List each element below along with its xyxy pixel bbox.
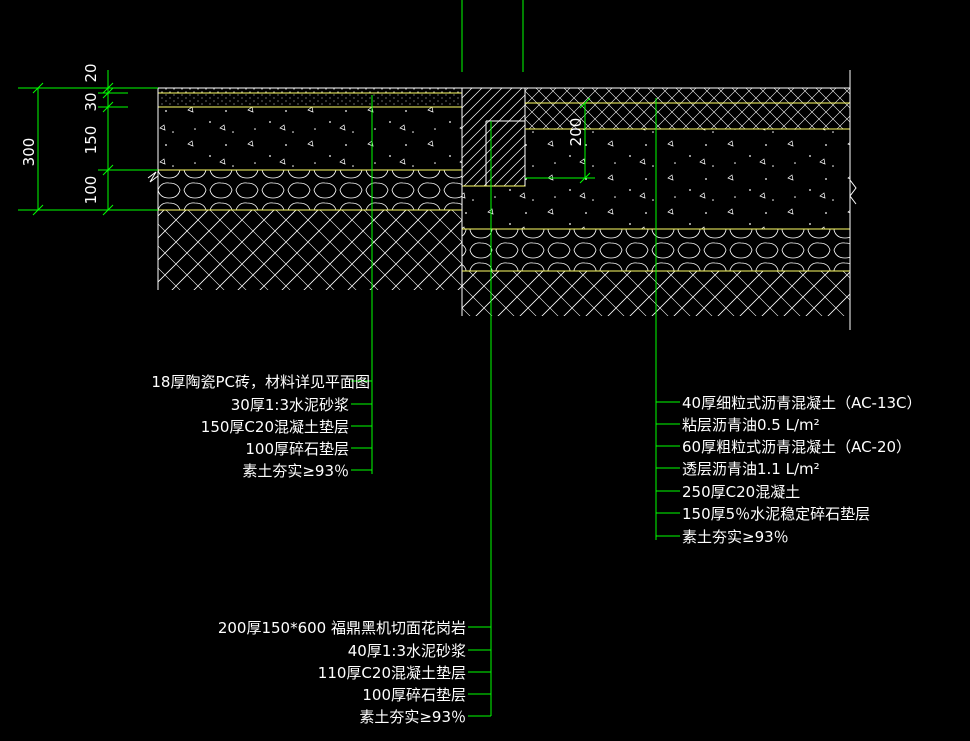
dim-layer-3: 100 xyxy=(82,176,100,205)
curb-callout: 100厚碎石垫层 xyxy=(362,686,466,704)
left-callouts: 18厚陶瓷PC砖，材料详见平面图 30厚1:3水泥砂浆 150厚C20混凝土垫层… xyxy=(151,373,370,480)
dim-layer-0: 20 xyxy=(82,63,100,82)
curb-callout: 40厚1:3水泥砂浆 xyxy=(348,642,466,660)
left-callout: 素土夯实≥93％ xyxy=(242,462,349,480)
right-callout: 250厚C20混凝土 xyxy=(682,483,800,501)
curb-callout: 200厚150*600 福鼎黑机切面花岗岩 xyxy=(218,619,466,637)
dim-layer-2: 150 xyxy=(82,126,100,155)
left-paving-section xyxy=(157,87,462,290)
right-callout: 透层沥青油1.1 L/m² xyxy=(682,460,820,478)
right-callout: 素土夯实≥93％ xyxy=(682,528,789,546)
right-callouts: 40厚细粒式沥青混凝土（AC-13C） 粘层沥青油0.5 L/m² 60厚粗粒式… xyxy=(682,394,922,546)
left-callout: 30厚1:3水泥砂浆 xyxy=(231,396,349,414)
curb-callout: 素土夯实≥93％ xyxy=(359,708,466,726)
right-callout: 40厚细粒式沥青混凝土（AC-13C） xyxy=(682,394,922,412)
right-callout: 粘层沥青油0.5 L/m² xyxy=(682,416,820,434)
dim-left-total: 300 xyxy=(20,138,38,167)
left-callout: 150厚C20混凝土垫层 xyxy=(201,418,349,436)
right-callout: 60厚粗粒式沥青混凝土（AC-20） xyxy=(682,438,911,456)
road-depth-dimension xyxy=(525,97,595,184)
curb-callout: 110厚C20混凝土垫层 xyxy=(318,664,466,682)
dim-road-depth: 200 xyxy=(567,118,585,147)
left-callout: 100厚碎石垫层 xyxy=(245,440,349,458)
left-dimension-chain xyxy=(18,70,158,216)
left-callout: 18厚陶瓷PC砖，材料详见平面图 xyxy=(151,373,370,391)
curb-callouts: 200厚150*600 福鼎黑机切面花岗岩 40厚1:3水泥砂浆 110厚C20… xyxy=(218,619,466,726)
right-callout: 150厚5％水泥稳定碎石垫层 xyxy=(682,505,870,523)
dim-layer-1: 30 xyxy=(82,92,100,111)
